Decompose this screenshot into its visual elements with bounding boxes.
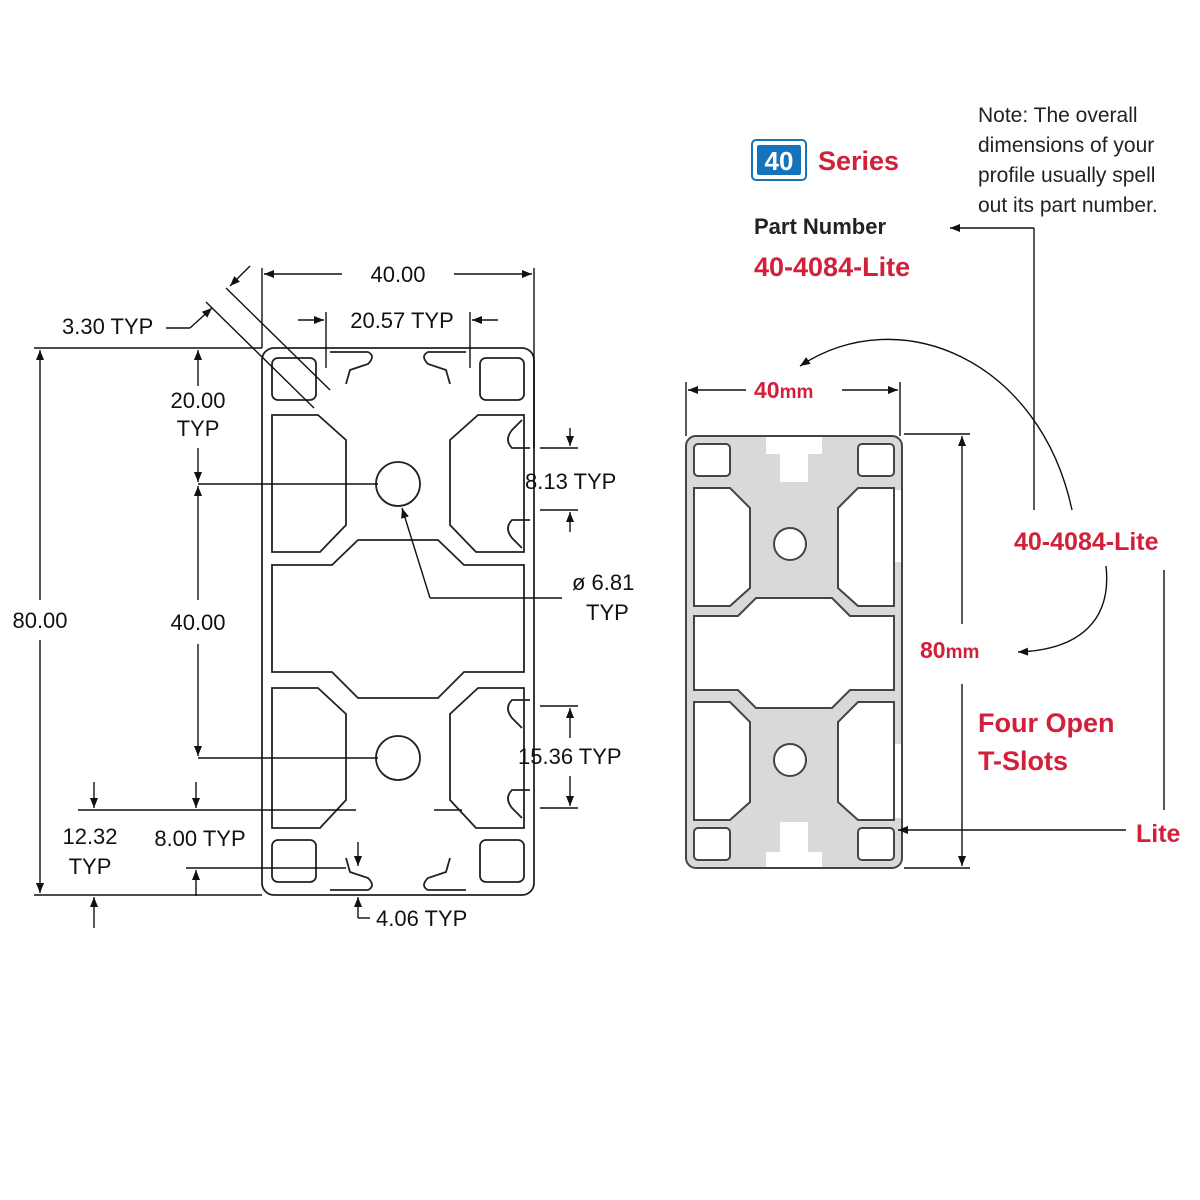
dim-hole-diameter-line2: TYP [586, 600, 629, 625]
note-line-2: dimensions of your [978, 134, 1154, 157]
dim-slot-depth-top: 8.13 TYP [525, 469, 616, 494]
t-slots-callout-line1: Four Open [978, 708, 1115, 738]
dim-hole-diameter-line1: ø 6.81 [572, 570, 634, 595]
dim-slot-opening: 20.57 TYP [350, 308, 454, 333]
dim-height: 80.00 [12, 608, 67, 633]
height-callout-unit: mm [946, 642, 980, 663]
dim-edge-to-center-line2: TYP [177, 416, 220, 441]
dim-lower-offset-line1: 12.32 [62, 824, 117, 849]
right-dimension-lines [685, 338, 1165, 869]
dim-wall-thickness: 3.30 TYP [62, 314, 153, 339]
note-line-1: Note: The overall [978, 104, 1138, 127]
dim-center-to-center: 40.00 [170, 610, 225, 635]
dim-slot-depth-mid: 15.36 TYP [518, 744, 622, 769]
height-callout-value: 80 [920, 637, 946, 663]
note-text: Note: The overall dimensions of your pro… [978, 104, 1158, 217]
t-slots-callout-line2: T-Slots [978, 746, 1068, 776]
left-dimension-lines [34, 265, 578, 928]
part-number-value: 40-4084-Lite [754, 252, 910, 282]
left-dimension-labels: 40.00 20.57 TYP 3.30 TYP 80.00 20.00 TYP… [12, 262, 634, 931]
part-number-heading: Part Number [754, 214, 886, 239]
series-badge: 40 [765, 146, 794, 176]
part-code-callout: 40-4084-Lite [1014, 528, 1159, 556]
dim-edge-to-center-line1: 20.00 [170, 388, 225, 413]
lite-callout: Lite [1136, 820, 1181, 848]
note-line-4: out its part number. [978, 194, 1158, 217]
width-callout-unit: mm [780, 382, 814, 403]
dim-lower-offset-line2: TYP [69, 854, 112, 879]
width-callout-value: 40 [754, 377, 780, 403]
series-header: 40 Series [751, 139, 899, 181]
dim-width: 40.00 [370, 262, 425, 287]
dim-lower-mid: 8.00 TYP [154, 826, 245, 851]
series-label: Series [818, 146, 899, 176]
width-callout: 40mm [754, 377, 813, 403]
dim-lip-thickness: 4.06 TYP [376, 906, 467, 931]
note-line-3: profile usually spell [978, 164, 1155, 187]
right-profile [685, 435, 903, 869]
right-callout-labels: 40mm 80mm 40-4084-Lite Four Open T-Slots… [754, 377, 1181, 848]
note-leader [950, 224, 1035, 510]
height-callout: 80mm [920, 637, 979, 663]
left-profile-outline [261, 347, 535, 896]
